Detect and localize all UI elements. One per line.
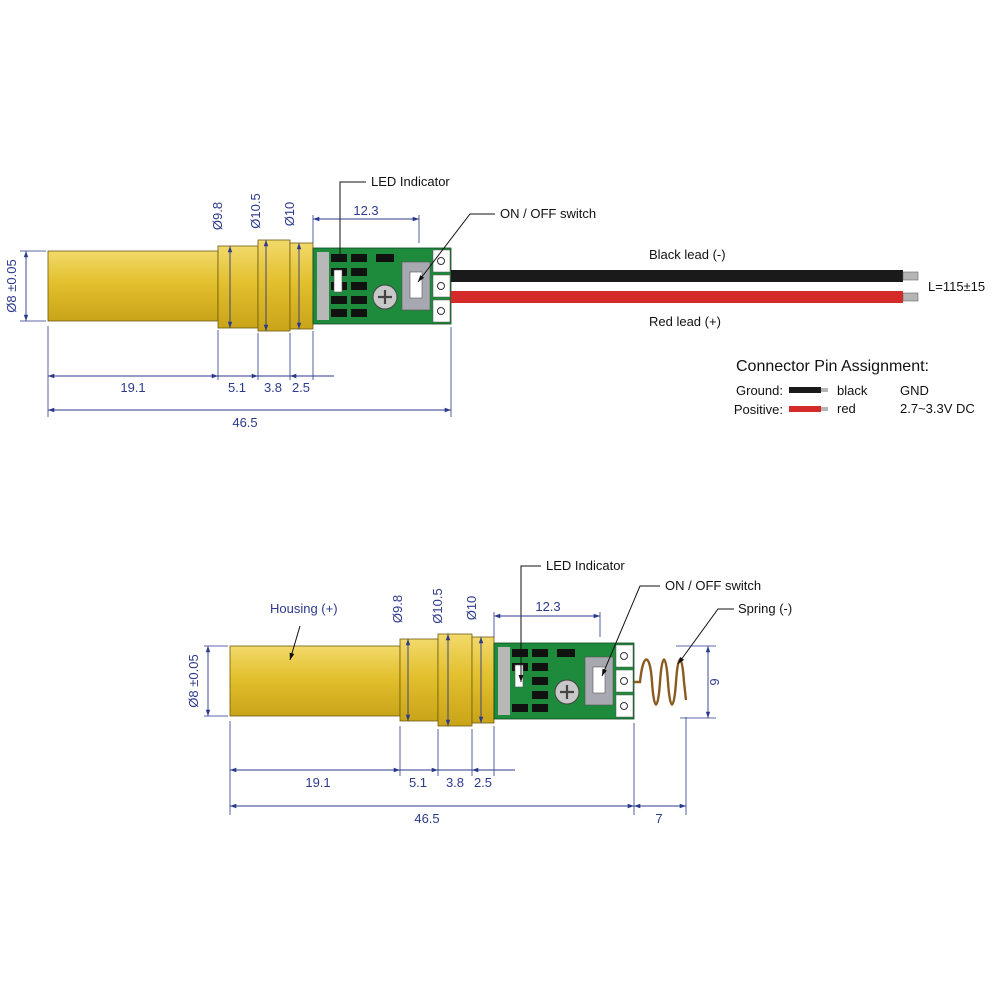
pcb-board-2 xyxy=(493,642,635,720)
red-lead-wire xyxy=(451,291,903,303)
dim-5-1: 5.1 xyxy=(228,380,246,395)
spring-label: Spring (-) xyxy=(738,601,792,616)
housing-body xyxy=(47,250,219,322)
switch-label-2: ON / OFF switch xyxy=(665,578,761,593)
housing-label: Housing (+) xyxy=(270,601,338,616)
housing-collar-2-1 xyxy=(399,638,439,722)
black-lead-label: Black lead (-) xyxy=(649,247,726,262)
dim-spring-height: 9 xyxy=(707,678,722,685)
housing-collar-3 xyxy=(289,242,314,330)
dim-diameter-10: Ø10 xyxy=(282,202,297,227)
positive-color: red xyxy=(837,401,856,416)
led-indicator xyxy=(333,269,343,293)
dim-3-8-b: 3.8 xyxy=(446,775,464,790)
red-lead-label: Red lead (+) xyxy=(649,314,721,329)
ground-color: black xyxy=(837,383,868,398)
pcb-board xyxy=(312,247,452,325)
spring-coil xyxy=(634,658,688,706)
dim-5-1-b: 5.1 xyxy=(409,775,427,790)
dim-diameter-9-8-b: Ø9.8 xyxy=(390,595,405,623)
dim-diameter-9-8: Ø9.8 xyxy=(210,202,225,230)
housing-collar-2-3 xyxy=(471,636,495,724)
pcb-length-dim-2: 12.3 xyxy=(535,599,560,614)
connector-title: Connector Pin Assignment: xyxy=(736,358,929,375)
dim-19-1-b: 19.1 xyxy=(305,775,330,790)
led-indicator-label: LED Indicator xyxy=(371,174,450,189)
dim-total-b: 46.5 xyxy=(414,811,439,826)
housing-collar-2-2 xyxy=(437,633,473,727)
housing-body-2 xyxy=(229,645,401,717)
positive-label: Positive: xyxy=(734,402,783,417)
lead-length-label: L=115±15 xyxy=(928,279,985,294)
dim-2-5: 2.5 xyxy=(292,380,310,395)
led-indicator-label-2: LED Indicator xyxy=(546,558,625,573)
ground-label: Ground: xyxy=(736,383,783,398)
dim-19-1: 19.1 xyxy=(120,380,145,395)
switch-label: ON / OFF switch xyxy=(500,206,596,221)
dim-3-8: 3.8 xyxy=(264,380,282,395)
dim-diameter-10-5: Ø10.5 xyxy=(248,193,263,228)
positive-wire-icon xyxy=(789,406,821,412)
housing-collar-1 xyxy=(217,245,259,329)
dim-spring-length: 7 xyxy=(655,811,662,826)
dim-diameter-8-b: Ø8 ±0.05 xyxy=(186,654,201,707)
bottom-view: LED Indicator ON / OFF switch Spring (-)… xyxy=(186,558,792,826)
dim-total: 46.5 xyxy=(232,415,257,430)
housing-collar-2 xyxy=(257,239,291,332)
dim-diameter-10-b: Ø10 xyxy=(464,596,479,621)
pcb-length-dim: 12.3 xyxy=(353,203,378,218)
ground-function: GND xyxy=(900,383,929,398)
top-view: Black lead (-) Red lead (+) L=115±15 LED… xyxy=(4,174,985,430)
black-lead-wire xyxy=(451,270,903,282)
led-indicator-2 xyxy=(514,664,524,688)
positive-function: 2.7~3.3V DC xyxy=(900,401,975,416)
dim-diameter-10-5-b: Ø10.5 xyxy=(430,588,445,623)
connector-pin-assignment: Connector Pin Assignment: Ground: black … xyxy=(734,358,975,417)
ground-wire-icon xyxy=(789,387,821,393)
dim-2-5-b: 2.5 xyxy=(474,775,492,790)
dim-diameter-8: Ø8 ±0.05 xyxy=(4,259,19,312)
